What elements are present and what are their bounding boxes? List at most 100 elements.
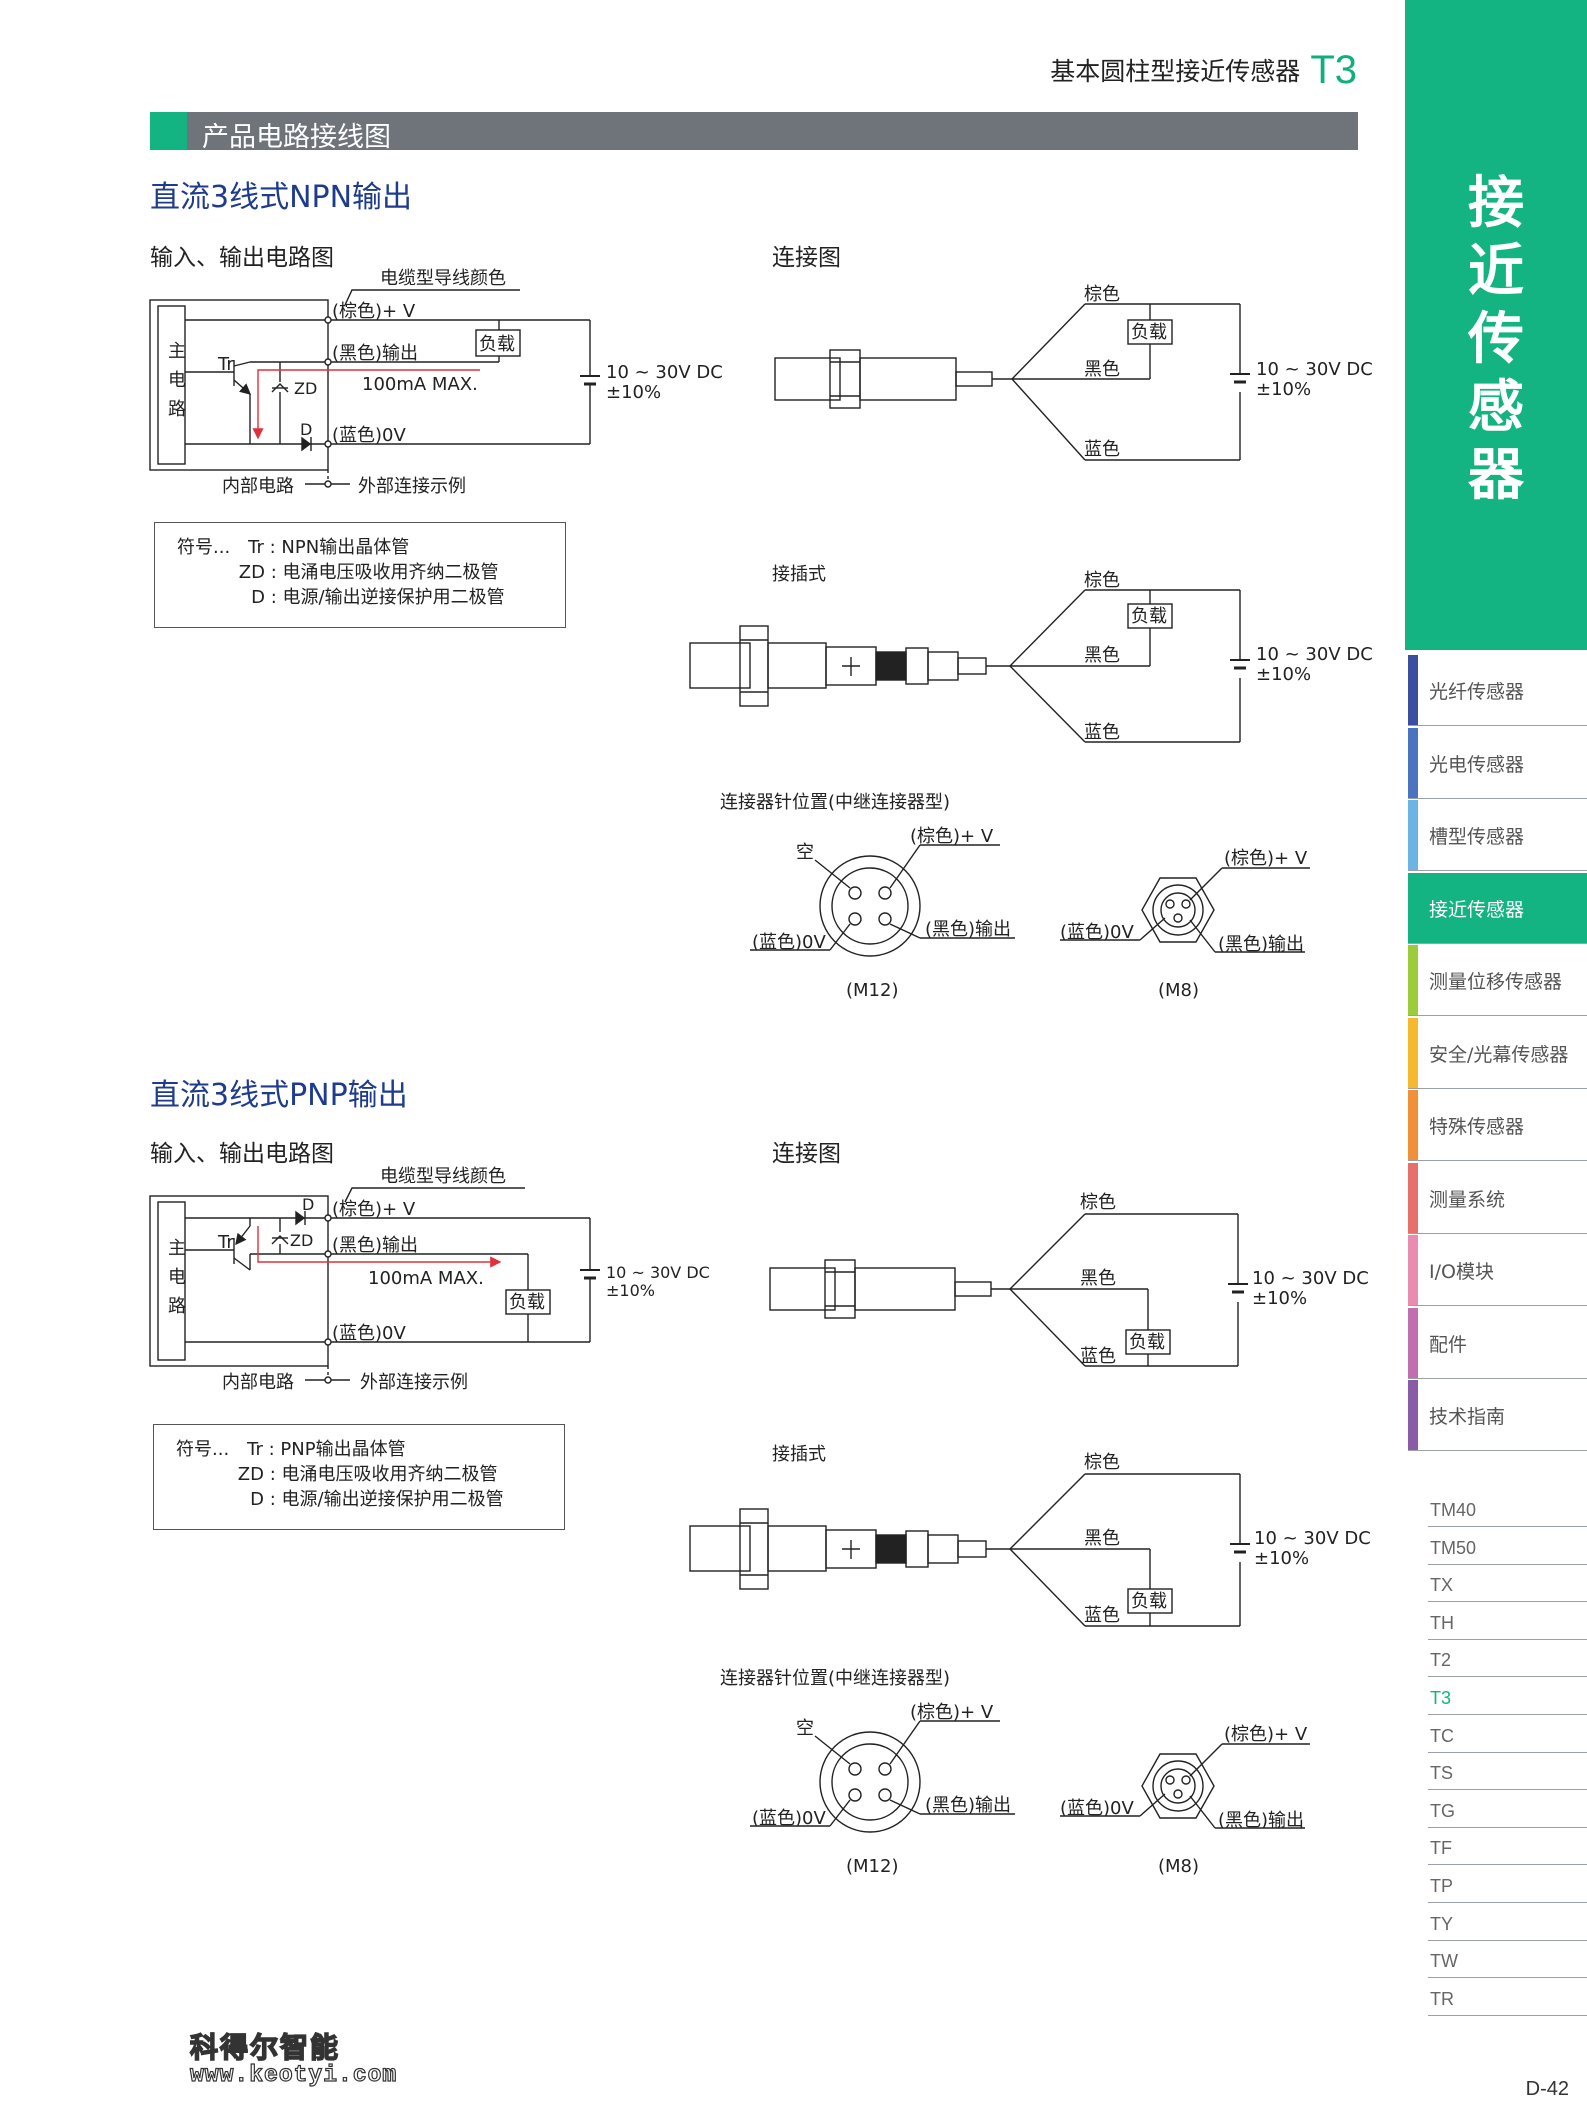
category-char-5: 器 <box>1468 443 1524 508</box>
pnp-d-label: D <box>302 1195 314 1214</box>
npn-heading: 直流3线式NPN输出 <box>150 180 413 215</box>
sidebar-item[interactable]: 配件 <box>1408 1307 1587 1379</box>
pnp-pin-heading: 连接器针位置(中继连接器型) <box>720 1668 950 1689</box>
sidebar-item[interactable]: 光纤传感器 <box>1408 655 1587 726</box>
pnp-plug-supply-2: ±10% <box>1254 1548 1309 1569</box>
model-item[interactable]: TS <box>1428 1753 1587 1791</box>
npn-cable-blue: 蓝色 <box>1084 439 1120 460</box>
npn-connection-heading: 连接图 <box>772 245 841 271</box>
npn-zd-label: ZD <box>294 379 317 398</box>
npn-internal-label: 内部电路 <box>222 476 294 497</box>
npn-m12-0v: (蓝色)0V <box>752 932 826 953</box>
model-item[interactable]: TH <box>1428 1603 1587 1640</box>
pnp-m12-v: (棕色)+ V <box>910 1702 994 1723</box>
series-code: T3 <box>1310 48 1357 92</box>
sidebar-item[interactable]: 测量位移传感器 <box>1408 945 1587 1016</box>
sidebar-item[interactable]: 安全/光幕传感器 <box>1408 1017 1587 1089</box>
model-item[interactable]: TG <box>1428 1791 1587 1828</box>
category-char-1: 接 <box>1468 171 1524 236</box>
pnp-m8-pinout <box>1060 1743 1310 1829</box>
npn-supply-2: ±10% <box>606 382 661 403</box>
npn-plug-black: 黑色 <box>1084 645 1120 666</box>
sidebar-item[interactable]: I/O模块 <box>1408 1235 1587 1306</box>
npn-m12-empty: 空 <box>796 842 814 863</box>
model-item[interactable]: TX <box>1428 1565 1587 1603</box>
model-item-label: TM40 <box>1430 1500 1477 1520</box>
sidebar-item[interactable]: 测量系统 <box>1408 1162 1587 1234</box>
sidebar-item-label: 光电传感器 <box>1429 753 1525 776</box>
pnp-supply-1: 10 ~ 30V DC <box>606 1263 710 1282</box>
sidebar-item-stripe <box>1408 1090 1418 1160</box>
npn-plug-connection <box>689 589 1250 743</box>
npn-circuit-heading: 输入、输出电路图 <box>150 245 334 271</box>
model-item[interactable]: TM50 <box>1428 1528 1587 1565</box>
pnp-sym-zd-desc: 电涌电压吸收用齐纳二极管 <box>281 1464 498 1485</box>
pnp-blue-0v: (蓝色)0V <box>332 1323 406 1344</box>
pnp-plug-blue: 蓝色 <box>1084 1605 1120 1626</box>
npn-black-out: (黑色)输出 <box>332 343 418 364</box>
npn-cable-connection <box>774 303 1250 461</box>
model-item[interactable]: TY <box>1428 1904 1587 1941</box>
npn-m8-pinout <box>1060 867 1310 953</box>
model-item-label: TF <box>1430 1838 1452 1859</box>
npn-cable-load: 负载 <box>1131 322 1167 343</box>
npn-load-label: 负载 <box>479 334 515 355</box>
sidebar-item-stripe <box>1408 1380 1418 1450</box>
sidebar-item-stripe <box>1408 1017 1418 1088</box>
sidebar-item[interactable]: 槽型传感器 <box>1408 800 1587 871</box>
sidebar-item-label: 接近传感器 <box>1429 898 1525 921</box>
pnp-sym-tr-key: Tr <box>247 1439 263 1460</box>
npn-external-label: 外部连接示例 <box>358 476 466 497</box>
npn-sym-d-desc: 电源/输出逆接保护用二极管 <box>282 587 505 608</box>
pnp-cable-color-label: 电缆型导线颜色 <box>380 1166 506 1187</box>
npn-supply-1: 10 ~ 30V DC <box>606 362 723 383</box>
pnp-cable-load: 负载 <box>1129 1332 1165 1353</box>
sidebar-item[interactable]: 技术指南 <box>1408 1380 1587 1451</box>
model-item[interactable]: TR <box>1428 1979 1587 2016</box>
wiring-diagrams: 主 电 路 Tr ZD D (棕色)+ V (黑色)输出 (蓝色)0V 100m… <box>149 268 1373 1877</box>
pnp-m8-0v: (蓝色)0V <box>1060 1798 1134 1819</box>
category-char-4: 感 <box>1468 375 1524 440</box>
category-char-3: 传 <box>1468 307 1524 372</box>
pnp-load-label: 负载 <box>509 1292 545 1313</box>
model-item-label: TH <box>1430 1612 1454 1633</box>
npn-cable-supply-1: 10 ~ 30V DC <box>1256 359 1373 380</box>
pnp-sym-zd-key: ZD <box>237 1464 264 1485</box>
pnp-tr-label: Tr <box>217 1232 234 1253</box>
model-item[interactable]: T3 <box>1428 1678 1587 1715</box>
sidebar-item-stripe <box>1408 1235 1418 1305</box>
sidebar-item-label: I/O模块 <box>1429 1261 1494 1283</box>
sidebar-item[interactable]: 特殊传感器 <box>1408 1090 1587 1161</box>
sidebar-item-label: 特殊传感器 <box>1429 1116 1525 1138</box>
model-item[interactable]: T2 <box>1428 1640 1587 1678</box>
sidebar-item-label: 技术指南 <box>1429 1406 1506 1428</box>
watermark-url: www.keotyi.com <box>189 2061 398 2088</box>
npn-plug-heading: 接插式 <box>772 564 826 585</box>
sidebar-item-stripe <box>1408 872 1418 943</box>
npn-main-2: 电 <box>168 370 186 391</box>
model-item[interactable]: TW <box>1428 1941 1587 1979</box>
sidebar-item-stripe <box>1408 727 1418 798</box>
npn-main-circuit-box <box>157 305 186 465</box>
model-item-label: TW <box>1430 1951 1458 1972</box>
pnp-max-current: 100mA MAX. <box>368 1268 484 1289</box>
watermark-name: 科得尔智能 <box>189 2030 341 2065</box>
npn-main-1: 主 <box>168 341 186 362</box>
pnp-internal-label: 内部电路 <box>222 1372 294 1393</box>
npn-symbol-row-d: D : 电源/输出逆接保护用二极管 <box>177 585 555 610</box>
model-item-label: T3 <box>1430 1688 1452 1708</box>
section-bar: 产品电路接线图 <box>150 112 1358 153</box>
model-item[interactable]: TP <box>1428 1866 1587 1903</box>
sidebar-item-label: 测量系统 <box>1429 1188 1506 1211</box>
sidebar-item[interactable]: 接近传感器 <box>1408 872 1587 944</box>
sidebar-item[interactable]: 光电传感器 <box>1408 727 1587 799</box>
npn-m12-v: (棕色)+ V <box>910 826 994 847</box>
model-item[interactable]: TC <box>1428 1716 1587 1753</box>
npn-plug-supply-2: ±10% <box>1256 664 1311 685</box>
pnp-cable-supply-1: 10 ~ 30V DC <box>1252 1268 1369 1289</box>
sidebar-item-label: 安全/光幕传感器 <box>1429 1043 1569 1066</box>
model-item[interactable]: TF <box>1428 1828 1587 1866</box>
model-item[interactable]: TM40 <box>1428 1490 1587 1527</box>
npn-cable-supply-2: ±10% <box>1256 379 1311 400</box>
